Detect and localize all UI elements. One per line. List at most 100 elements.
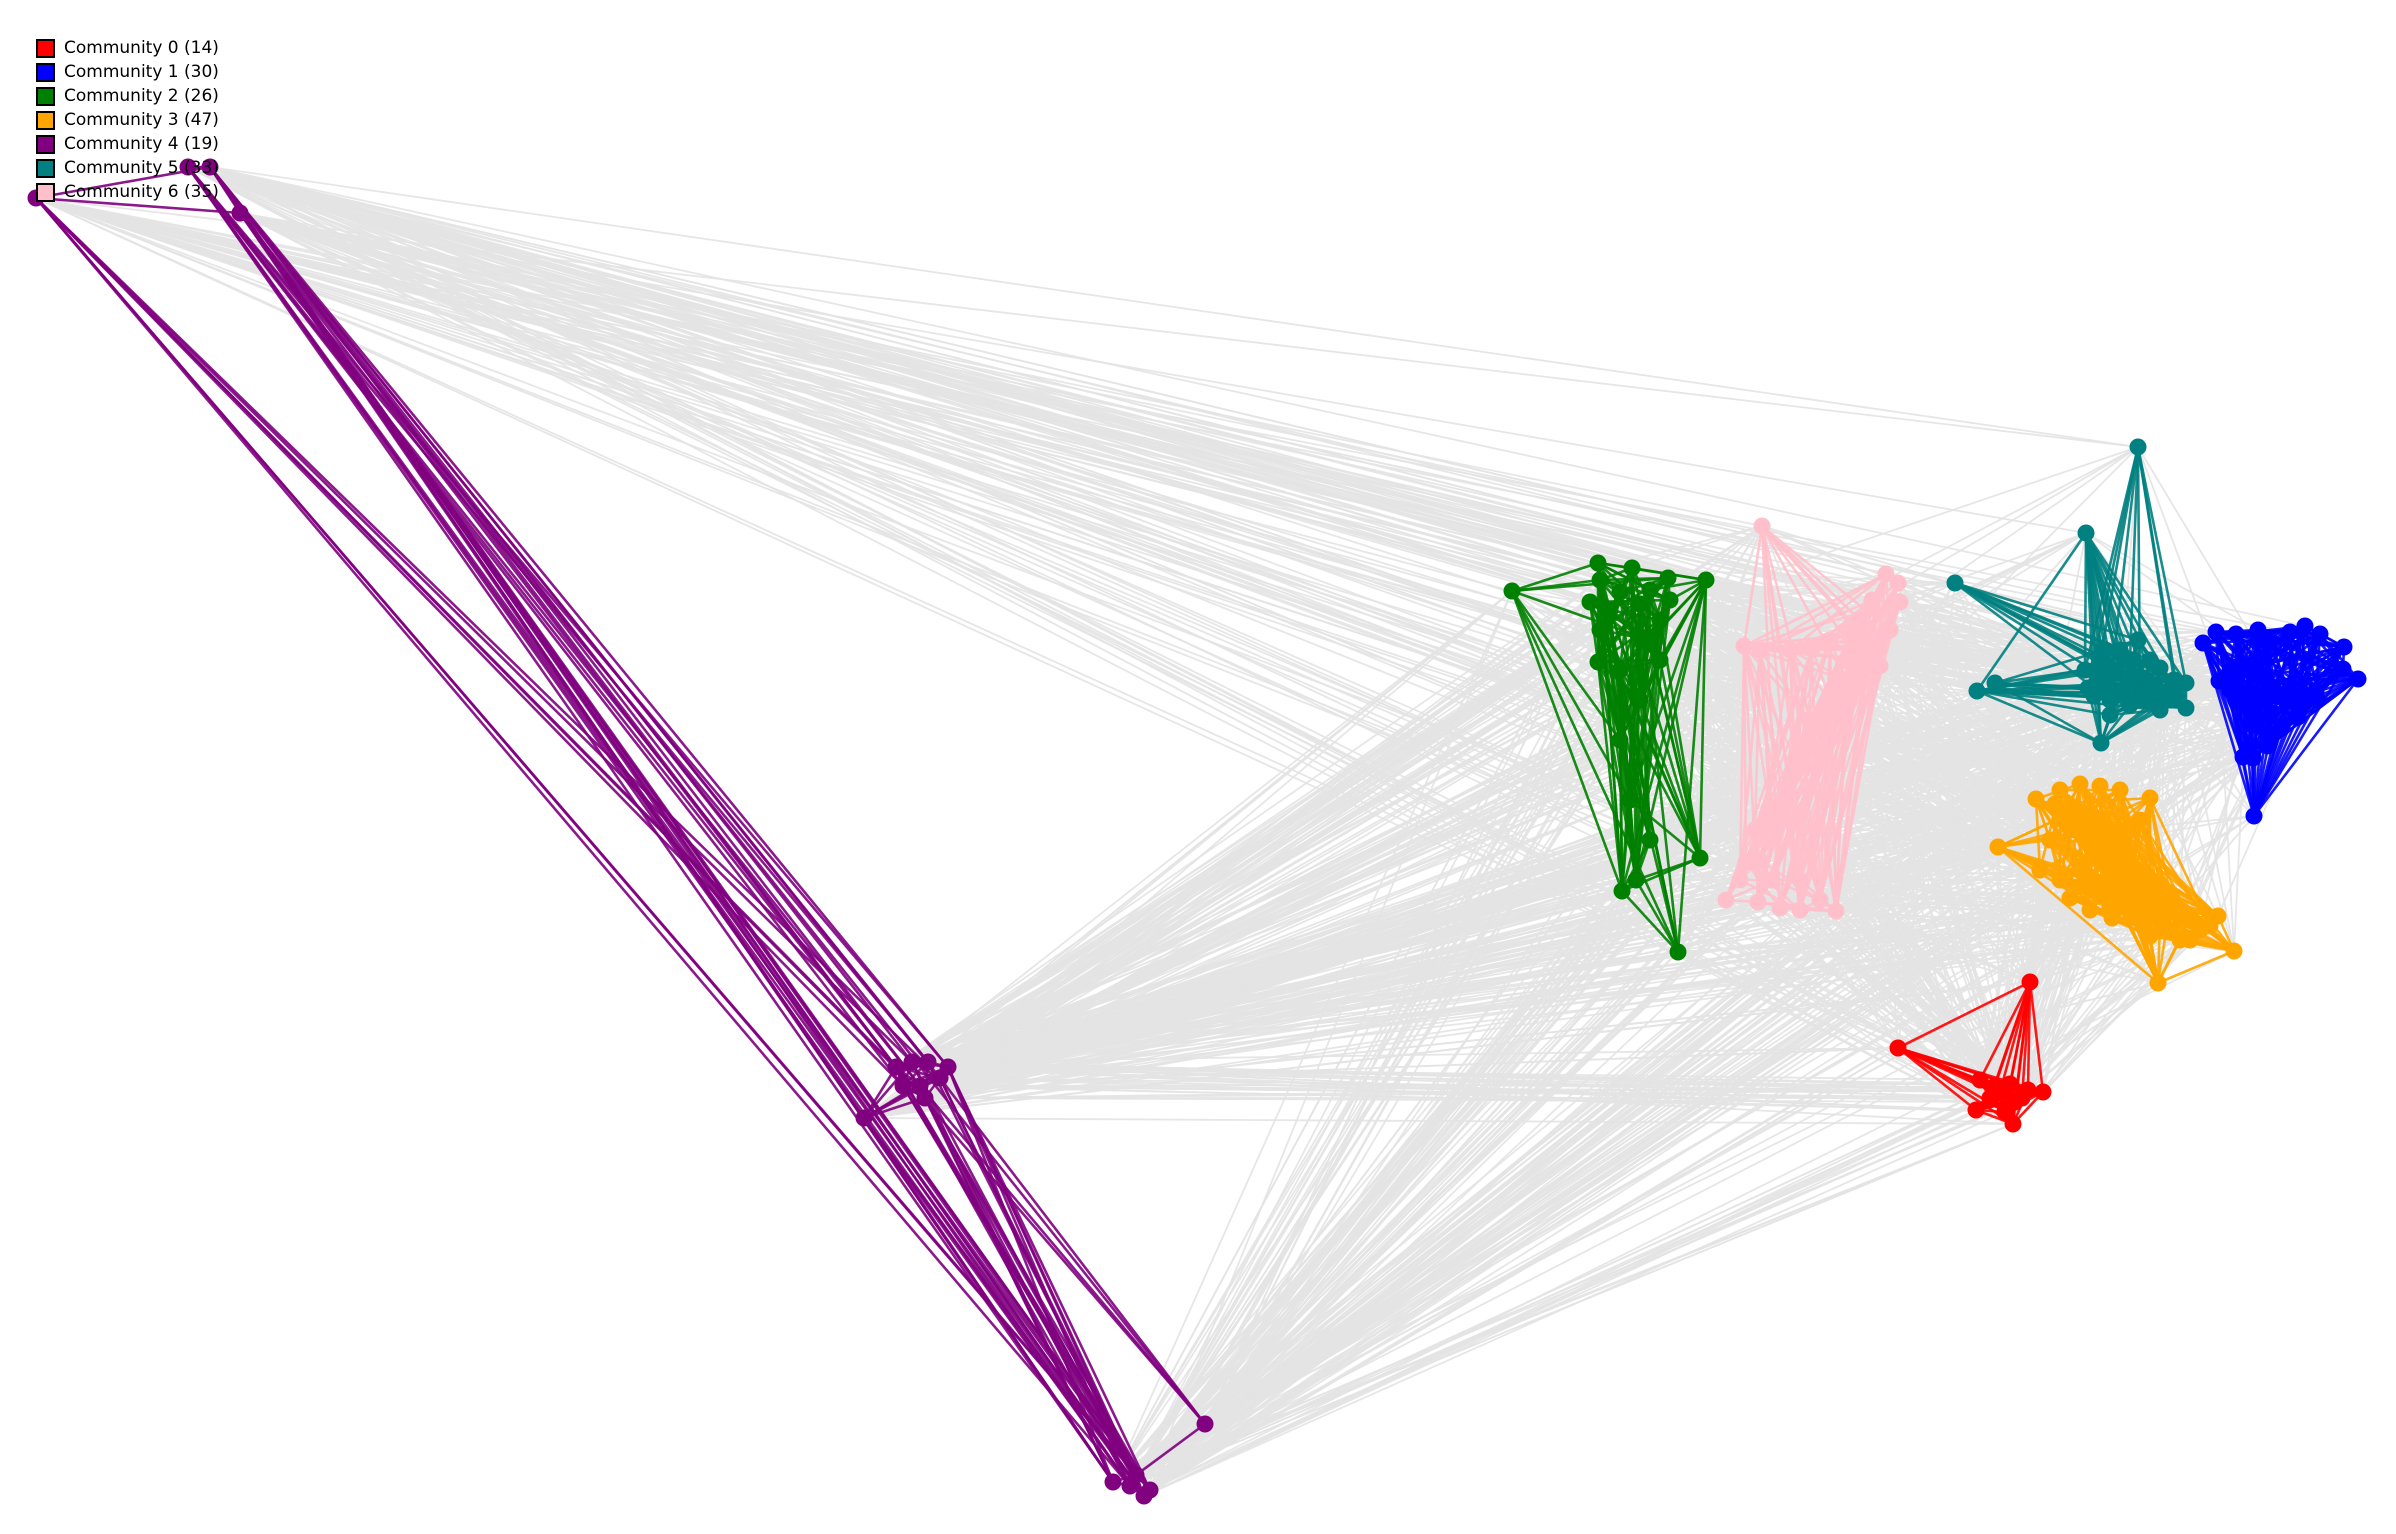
graph-node xyxy=(2209,907,2227,925)
graph-node xyxy=(1863,591,1881,609)
graph-edge xyxy=(911,591,1621,1063)
graph-edge xyxy=(187,166,1887,575)
graph-node xyxy=(2092,734,2110,752)
graph-node xyxy=(2181,931,2199,949)
graph-edge xyxy=(2252,699,2292,817)
graph-node xyxy=(2151,701,2169,719)
graph-node xyxy=(2121,651,2139,669)
graph-edge xyxy=(208,166,922,1087)
graph-node xyxy=(1749,893,1767,911)
graph-node xyxy=(2225,942,2243,960)
graph-node xyxy=(2296,617,2314,635)
graph-node xyxy=(1503,582,1521,600)
graph-edge xyxy=(1999,982,2159,1093)
graph-edge xyxy=(239,212,2204,644)
graph-edge xyxy=(863,1096,926,1120)
graph-edge xyxy=(208,166,950,1068)
graph-node xyxy=(2111,781,2129,799)
graph-node xyxy=(2041,831,2059,849)
legend-label: Community 0 (14) xyxy=(64,37,219,58)
graph-node xyxy=(2021,973,2039,991)
graph-node xyxy=(2131,911,2149,929)
graph-edge xyxy=(2084,532,2107,651)
graph-node xyxy=(1989,838,2007,856)
graph-edge xyxy=(924,1097,2016,1103)
graph-edge xyxy=(1899,601,2001,1093)
graph-edge xyxy=(863,1061,913,1119)
graph-node xyxy=(1889,1039,1907,1057)
graph-node xyxy=(1853,651,1871,669)
graph-node xyxy=(1971,1071,1989,1089)
graph-node xyxy=(2091,777,2109,795)
graph-edge xyxy=(1743,572,1887,648)
inter-community-edges xyxy=(35,166,2359,1497)
graph-edge xyxy=(1742,525,1764,647)
graph-edge xyxy=(2157,756,2244,984)
graph-edge xyxy=(1834,665,1882,912)
graph-edge xyxy=(947,1066,1981,1081)
graph-edge xyxy=(35,197,1151,1491)
graph-node xyxy=(1821,631,1839,649)
graph-node xyxy=(2103,661,2121,679)
graph-node xyxy=(1996,1103,2014,1121)
graph-edge xyxy=(1845,679,1977,1111)
graph-node xyxy=(1611,731,1629,749)
graph-node xyxy=(887,1058,905,1076)
graph-node xyxy=(1889,574,1907,592)
graph-edge xyxy=(1725,899,1996,1087)
graph-edge xyxy=(919,1085,1206,1425)
graph-node xyxy=(231,204,249,222)
graph-node xyxy=(1967,1101,1985,1119)
graph-edge xyxy=(1997,846,2159,984)
graph-node xyxy=(2264,679,2282,697)
graph-node xyxy=(2101,691,2119,709)
graph-node xyxy=(1601,601,1619,619)
graph-node xyxy=(2334,660,2352,678)
graph-edge xyxy=(187,166,1821,901)
graph-edge xyxy=(1788,649,1802,911)
graph-node xyxy=(2101,706,2119,724)
graph-node xyxy=(1691,849,1709,867)
graph-node xyxy=(2221,662,2239,680)
graph-edge xyxy=(938,1077,1207,1425)
graph-edge xyxy=(1978,981,2032,1081)
graph-edge xyxy=(1799,789,2061,911)
graph-edge xyxy=(1742,645,1802,881)
graph-edge xyxy=(946,1066,1152,1491)
graph-edge xyxy=(1744,635,1852,863)
graph-edge xyxy=(1143,1111,2006,1497)
graph-edge xyxy=(2119,829,2219,917)
graph-edge xyxy=(35,197,1847,681)
graph-edge xyxy=(2004,929,2171,1113)
graph-edge xyxy=(1588,601,1702,859)
graph-edge xyxy=(927,1047,1899,1063)
graph-node xyxy=(903,1053,921,1071)
graph-edge xyxy=(239,212,1977,1111)
graph-edge xyxy=(1149,1047,1899,1491)
graph-edge xyxy=(1760,525,1848,681)
graph-edge xyxy=(1744,861,1782,909)
graph-edge xyxy=(209,166,1621,671)
graph-node xyxy=(931,1069,949,1087)
graph-node xyxy=(1613,882,1631,900)
graph-edge xyxy=(2042,939,2181,1093)
graph-node xyxy=(1623,559,1641,577)
graph-edge xyxy=(919,1085,2023,1099)
graph-node xyxy=(2061,889,2079,907)
graph-edge xyxy=(238,212,898,1068)
graph-node xyxy=(2101,821,2119,839)
graph-node xyxy=(2116,683,2134,701)
graph-node xyxy=(1631,691,1649,709)
graph-edge xyxy=(1889,629,1996,1087)
graph-node xyxy=(1803,639,1821,657)
graph-edge xyxy=(2241,756,2256,817)
graph-edge xyxy=(209,166,2014,1125)
graph-node xyxy=(2227,625,2245,643)
graph-edge xyxy=(1849,631,2217,637)
legend-swatch xyxy=(36,62,55,82)
graph-edge xyxy=(186,166,922,1087)
legend-item-community-3: Community 3 (47) xyxy=(36,108,219,132)
graph-node xyxy=(2244,749,2262,767)
legend-item-community-1: Community 1 (30) xyxy=(36,60,219,84)
graph-edge xyxy=(209,166,2139,448)
